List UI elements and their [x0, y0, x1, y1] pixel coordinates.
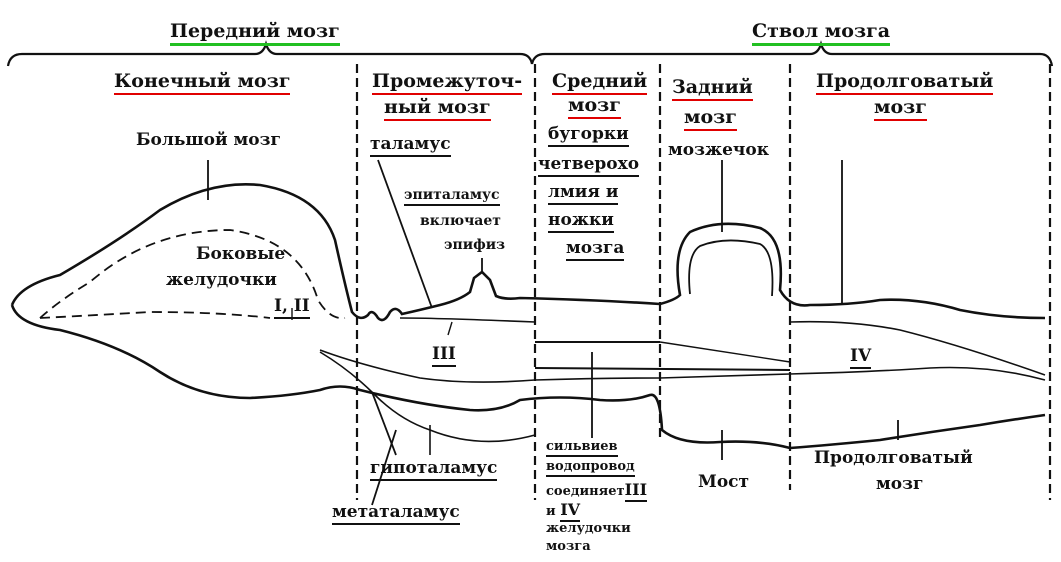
ventricle-4-label: IV: [850, 347, 872, 369]
hypothalamus-label: гипоталамус: [370, 459, 498, 481]
aqueduct-label-line6: мозга: [546, 539, 591, 554]
aqueduct-diagonal: [659, 341, 791, 363]
midbrain-label-line2: мозг: [568, 95, 621, 119]
epithalamus-label: эпиталамус: [404, 188, 500, 206]
outer-lower-contour: [10, 304, 1046, 450]
medulla-lower-label-line1: Продолговатый: [814, 448, 973, 468]
hindbrain-label-line1: Задний: [672, 77, 753, 101]
lateral-ventricle-dashed: [39, 229, 346, 320]
aqueduct-label-line2: водопровод: [546, 460, 635, 477]
pointer-hypothalamus: [371, 391, 397, 456]
forebrain-label: Передний мозг: [170, 21, 340, 46]
colliculi-label-line2: четверохо: [538, 155, 640, 177]
includes-label: включает: [420, 213, 501, 229]
lateral-ventricles-line1: Боковые: [196, 244, 286, 264]
cerebrum-label: Большой мозг: [136, 130, 281, 150]
ventricles-1-2-label: I, II: [274, 297, 310, 319]
diencephalon-label-line2: ный мозг: [384, 97, 491, 121]
colliculi-label-line4: ножки: [548, 211, 614, 233]
aqueduct-label-line4: и IV: [546, 500, 581, 522]
lateral-ventricles-line2: желудочки: [166, 270, 277, 290]
ventricle-3-label: III: [432, 345, 456, 367]
outer-upper-contour: [10, 183, 1046, 322]
pointer-thalamus: [377, 159, 433, 309]
pointer-ventricle-3: [447, 321, 453, 336]
hypothalamus-line: [319, 351, 536, 443]
forebrain-brace: [6, 40, 534, 67]
telencephalon-label: Конечный мозг: [114, 71, 291, 95]
thalamus-label: таламус: [370, 135, 451, 157]
cerebellum-label: мозжечок: [668, 140, 769, 160]
metathalamus-label: метаталамус: [332, 503, 460, 525]
diencephalon-label-line1: Промежуточ-: [372, 71, 523, 95]
cerebellum-inner: [688, 239, 774, 297]
medulla-lower-label-line2: мозг: [876, 474, 924, 494]
aqueduct-label-line5: желудочки: [546, 521, 631, 536]
thalamus-line: [399, 317, 536, 323]
brainstem-brace: [530, 40, 1054, 67]
aqueduct-and-text: и: [546, 504, 556, 519]
pons-label: Мост: [698, 472, 750, 492]
colliculi-label-line3: лмия и: [548, 183, 619, 205]
medulla-label-line1: Продолговатый: [816, 71, 994, 95]
pointer-metathalamus: [371, 429, 397, 506]
lateral-ventricle-lower-dashed: [39, 311, 271, 319]
medulla-label-line2: мозг: [874, 97, 927, 121]
third-ventricle-floor: [319, 349, 1046, 383]
aqueduct-label-line1: сильвиев: [546, 440, 618, 457]
midbrain-label-line1: Средний: [552, 71, 648, 95]
brainstem-label: Ствол мозга: [752, 21, 891, 46]
colliculi-label-line1: бугорки: [548, 125, 629, 147]
epiphysis-label: эпифиз: [444, 237, 506, 253]
aqueduct-bottom: [534, 367, 791, 371]
fourth-ventricle-top: [789, 320, 1046, 376]
aqueduct-connects-text: соединяет: [546, 484, 625, 499]
aqueduct-ventricle-3-ref: III: [624, 480, 648, 502]
hindbrain-label-line2: мозг: [684, 107, 737, 131]
colliculi-label-line5: мозга: [566, 239, 625, 261]
aqueduct-ventricle-4-ref: IV: [560, 500, 581, 522]
aqueduct-label-line3: соединяетIII: [546, 480, 648, 502]
